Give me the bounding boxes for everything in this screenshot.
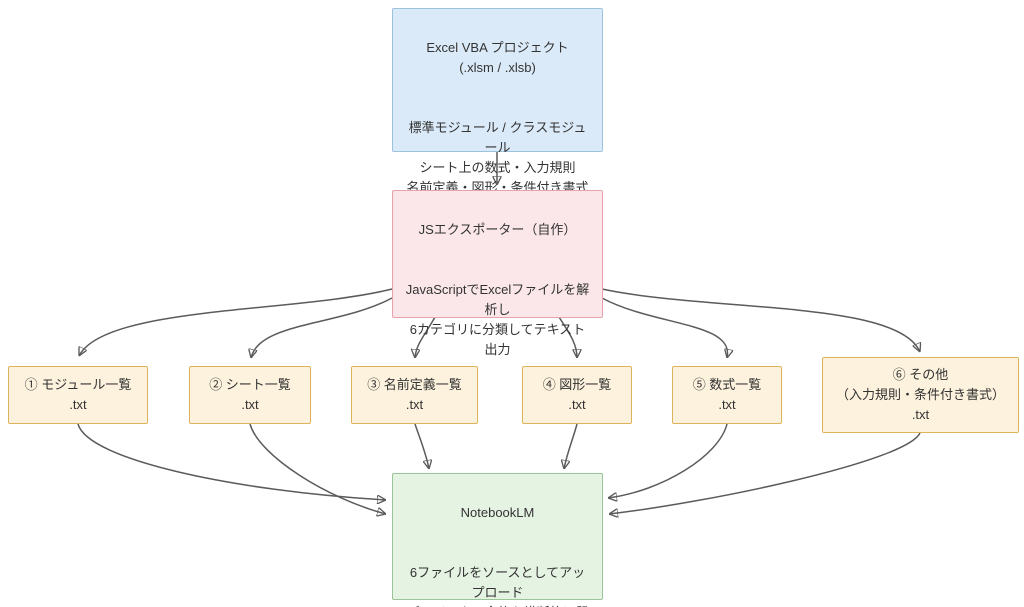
- arrow-output-3-to-notebooklm: [414, 423, 429, 469]
- arrow-output-6-to-notebooklm: [609, 432, 921, 514]
- arrow-exporter-to-output-1: [79, 288, 393, 356]
- arrow-output-2-to-notebooklm: [249, 423, 386, 514]
- node-output-label: ⑤ 数式一覧 .txt: [692, 377, 762, 412]
- arrow-exporter-to-output-5: [601, 297, 728, 358]
- node-notebooklm-body: 6ファイルをソースとしてアッ プロード プロジェクト全体を横断的に質 問・分析: [406, 565, 588, 607]
- node-js-exporter: JSエクスポーター（自作） JavaScriptでExcelファイルを解 析し …: [392, 190, 603, 357]
- arrow-exporter-to-output-6: [601, 288, 920, 352]
- arrow-output-1-to-notebooklm: [77, 423, 386, 500]
- node-output-module-list: ① モジュール一覧 .txt: [8, 366, 148, 424]
- node-output-formula-list: ⑤ 数式一覧 .txt: [672, 366, 782, 424]
- node-excel-vba-project: Excel VBA プロジェクト (.xlsm / .xlsb) 標準モジュール…: [392, 8, 603, 195]
- node-output-shape-list: ④ 図形一覧 .txt: [522, 366, 632, 424]
- arrow-output-5-to-notebooklm: [608, 423, 728, 498]
- arrow-exporter-to-output-2: [251, 297, 393, 358]
- node-output-label: ⑥ その他 （入力規則・条件付き書式） .txt: [835, 367, 1005, 422]
- node-output-label: ③ 名前定義一覧 .txt: [367, 377, 462, 412]
- node-output-label: ② シート一覧 .txt: [209, 377, 291, 412]
- node-output-name-definition-list: ③ 名前定義一覧 .txt: [351, 366, 478, 424]
- node-output-sheet-list: ② シート一覧 .txt: [189, 366, 311, 424]
- node-js-exporter-body: JavaScriptでExcelファイルを解 析し 6カテゴリに分類してテキスト…: [405, 282, 590, 357]
- node-output-label: ① モジュール一覧 .txt: [24, 377, 132, 412]
- arrow-exporter-to-output-3: [415, 316, 436, 358]
- node-output-others: ⑥ その他 （入力規則・条件付き書式） .txt: [822, 357, 1019, 433]
- node-js-exporter-title: JSエクスポーター（自作）: [418, 222, 577, 237]
- node-notebooklm-title: NotebookLM: [460, 505, 535, 520]
- arrow-output-4-to-notebooklm: [564, 423, 578, 469]
- node-excel-vba-body: 標準モジュール / クラスモジュ ール シート上の数式・入力規則 名前定義・図形…: [406, 120, 589, 195]
- node-excel-vba-title: Excel VBA プロジェクト (.xlsm / .xlsb): [426, 40, 569, 75]
- arrow-exporter-to-output-4: [558, 316, 577, 359]
- node-notebooklm: NotebookLM 6ファイルをソースとしてアッ プロード プロジェクト全体を…: [392, 473, 603, 607]
- node-output-label: ④ 図形一覧 .txt: [542, 377, 612, 412]
